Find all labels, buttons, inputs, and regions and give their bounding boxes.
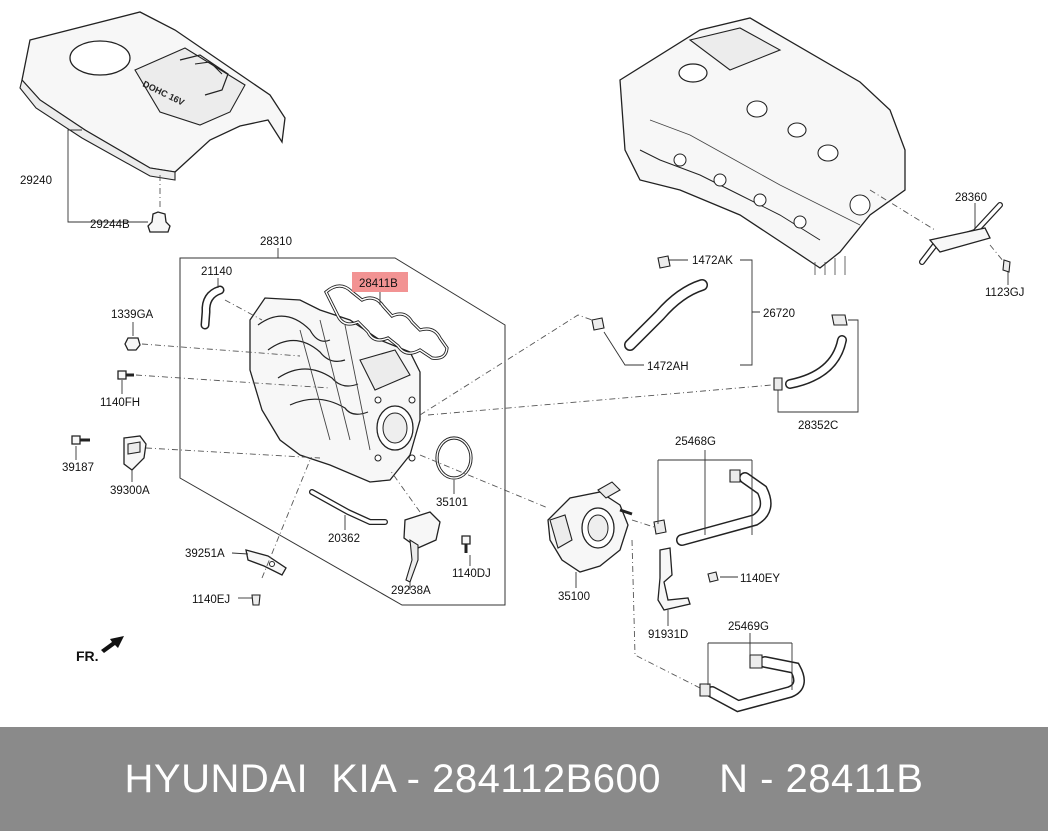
label-1472AH: 1472AH: [647, 361, 689, 373]
bolt-1140DJ: [461, 535, 471, 553]
label-28310: 28310: [260, 236, 292, 248]
label-26720: 26720: [763, 308, 795, 320]
label-1140FH: 1140FH: [100, 397, 140, 409]
dash-1123GJ: [989, 244, 1005, 263]
label-1472AK: 1472AK: [692, 255, 733, 267]
label-29240: 29240: [20, 175, 52, 187]
label-39300A: 39300A: [110, 485, 150, 497]
dash-28352C: [427, 384, 773, 416]
sensor-39300A: [123, 435, 147, 471]
bracket-39251A: [245, 549, 287, 606]
label-35101: 35101: [436, 497, 468, 509]
gasket-28411B: [324, 284, 449, 360]
intake-manifold: [249, 297, 421, 483]
highlight-28411B: [352, 272, 408, 292]
label-1140DJ: 1140DJ: [452, 568, 491, 580]
dash-25468G: [631, 519, 655, 528]
label-39187: 39187: [62, 462, 94, 474]
leader-1472AH: [603, 331, 644, 366]
leader-25468G: [657, 450, 753, 535]
label-35100: 35100: [558, 591, 590, 603]
front-arrow-icon: [101, 636, 124, 653]
pipe-28360: [919, 202, 1011, 273]
leader-25469G: [707, 633, 793, 690]
label-1140EY: 1140EY: [740, 573, 780, 585]
dash-39251A: [261, 459, 311, 579]
dash-throttle: [419, 454, 549, 509]
label-1140EJ: 1140EJ: [192, 594, 230, 606]
hose-25469G: [699, 654, 805, 713]
front-label: FR.: [76, 648, 99, 664]
hose-21140: [200, 285, 225, 330]
label-25468G: 25468G: [675, 436, 716, 448]
hose-26720: [591, 255, 708, 351]
label-25469G: 25469G: [728, 621, 769, 633]
bolt-39187: [71, 435, 90, 445]
leader-28352C: [777, 319, 859, 413]
label-39251A: 39251A: [185, 548, 225, 560]
label-29244B: 29244B: [90, 219, 130, 231]
actuator-29238A: [403, 511, 441, 583]
label-1339GA: 1339GA: [111, 309, 154, 321]
manifold-frame: [179, 257, 506, 606]
part-number-banner: HYUNDAI KIA - 284112B600 N - 28411B: [0, 727, 1048, 831]
dash-1339GA: [141, 343, 301, 357]
hose-20362: [309, 489, 388, 525]
dash-26720: [419, 314, 593, 416]
bolt-1140FH: [117, 370, 134, 380]
label-20362: 20362: [328, 533, 360, 545]
cylinder-head: [619, 17, 906, 275]
hose-25468G: [653, 469, 772, 546]
leader-39251A: [231, 552, 249, 555]
dash-21140: [224, 299, 263, 321]
leader-29240: [67, 129, 148, 223]
label-28360: 28360: [955, 192, 987, 204]
leader-26720: [740, 259, 760, 366]
label-21140: 21140: [201, 266, 232, 278]
label-1123GJ: 1123GJ: [985, 287, 1024, 299]
part-number-text: HYUNDAI KIA - 284112B600 N - 28411B: [124, 756, 924, 801]
throttle-body-35100: [547, 481, 633, 573]
engine-cover: DOHC 16V: [19, 11, 286, 181]
label-91931D: 91931D: [648, 629, 688, 641]
dash-39300A: [145, 447, 321, 459]
label-29238A: 29238A: [391, 585, 431, 597]
label-28411B: 28411B: [359, 278, 398, 290]
grommet: [147, 211, 171, 233]
oring-35101: [435, 436, 473, 480]
bracket-91931D: [657, 547, 719, 611]
label-28352C: 28352C: [798, 420, 838, 432]
hose-28352C: [773, 314, 848, 391]
bolt-1339GA: [124, 337, 141, 351]
dash-29238A: [389, 469, 421, 513]
parts-diagram: DOHC 16V: [19, 11, 1024, 713]
